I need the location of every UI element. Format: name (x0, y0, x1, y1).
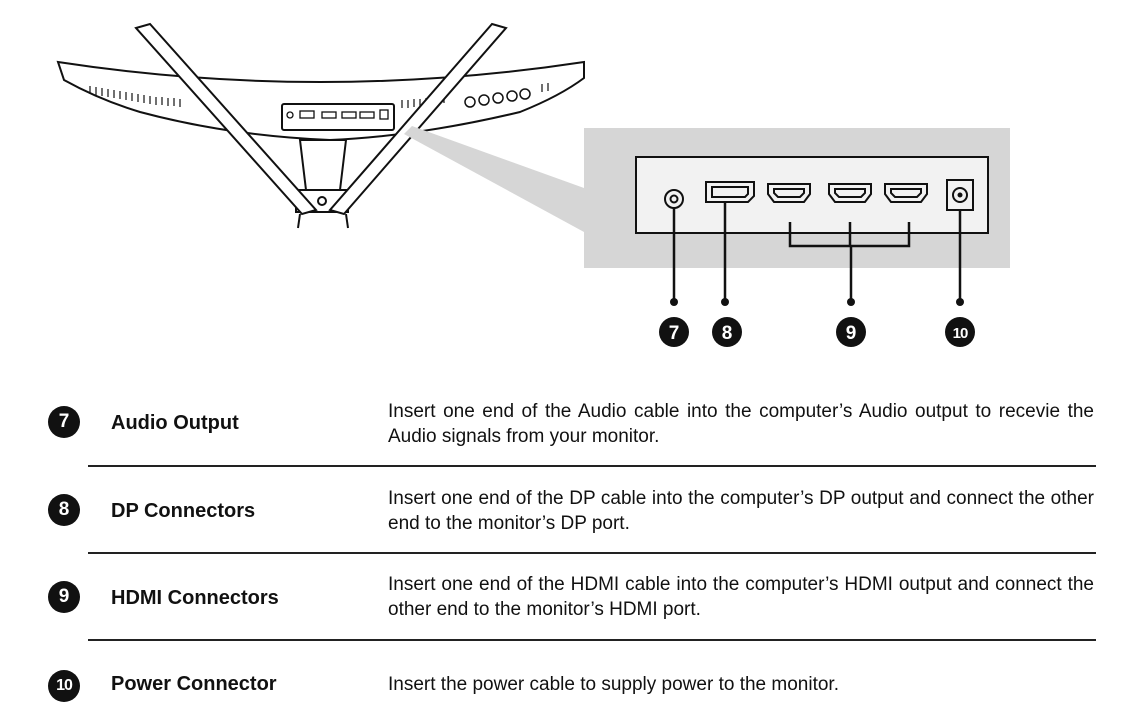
connector-name: HDMI Connectors (111, 587, 279, 609)
number-badge: 10 (48, 670, 80, 702)
monitor-illustration (56, 22, 585, 229)
callout-7: 7 (659, 317, 689, 347)
hdmi-port-1-icon (767, 183, 811, 203)
number-badge: 8 (48, 494, 80, 526)
row-divider (88, 639, 1096, 641)
connector-description: Insert one end of the Audio cable into t… (388, 401, 1094, 447)
port-block-small (281, 103, 395, 131)
connector-name: Audio Output (111, 412, 239, 434)
svg-text:9: 9 (846, 323, 857, 344)
rear-io-panel (635, 156, 989, 234)
row-divider (88, 465, 1096, 467)
svg-text:7: 7 (669, 323, 680, 344)
number-badge: 9 (48, 581, 80, 613)
zoom-projection (404, 126, 584, 232)
control-buttons (464, 88, 531, 108)
hdmi-port-2-icon (828, 183, 872, 203)
number-badge: 7 (48, 406, 80, 438)
svg-text:10: 10 (953, 325, 968, 342)
row-divider (88, 552, 1096, 554)
connector-description: Insert one end of the DP cable into the … (388, 488, 1094, 534)
stand-leg-left (134, 22, 318, 216)
svg-text:8: 8 (722, 323, 733, 344)
stand-leg-right (328, 22, 508, 216)
callout-10: 10 (945, 317, 975, 347)
monitor-rear-panel-diagram: 7 8 9 10 (56, 22, 1010, 347)
callout-8: 8 (712, 317, 742, 347)
vent-grille-left (89, 86, 181, 107)
connector-name: DP Connectors (111, 500, 256, 522)
stand-neck (298, 139, 348, 191)
connector-description: Insert one end of the HDMI cable into th… (388, 574, 1094, 620)
hdmi-port-3-icon (884, 183, 928, 203)
displayport-icon (705, 181, 755, 203)
callout-9: 9 (836, 317, 866, 347)
connector-name: Power Connector (111, 673, 277, 695)
connector-description: Insert the power cable to supply power t… (388, 674, 839, 695)
